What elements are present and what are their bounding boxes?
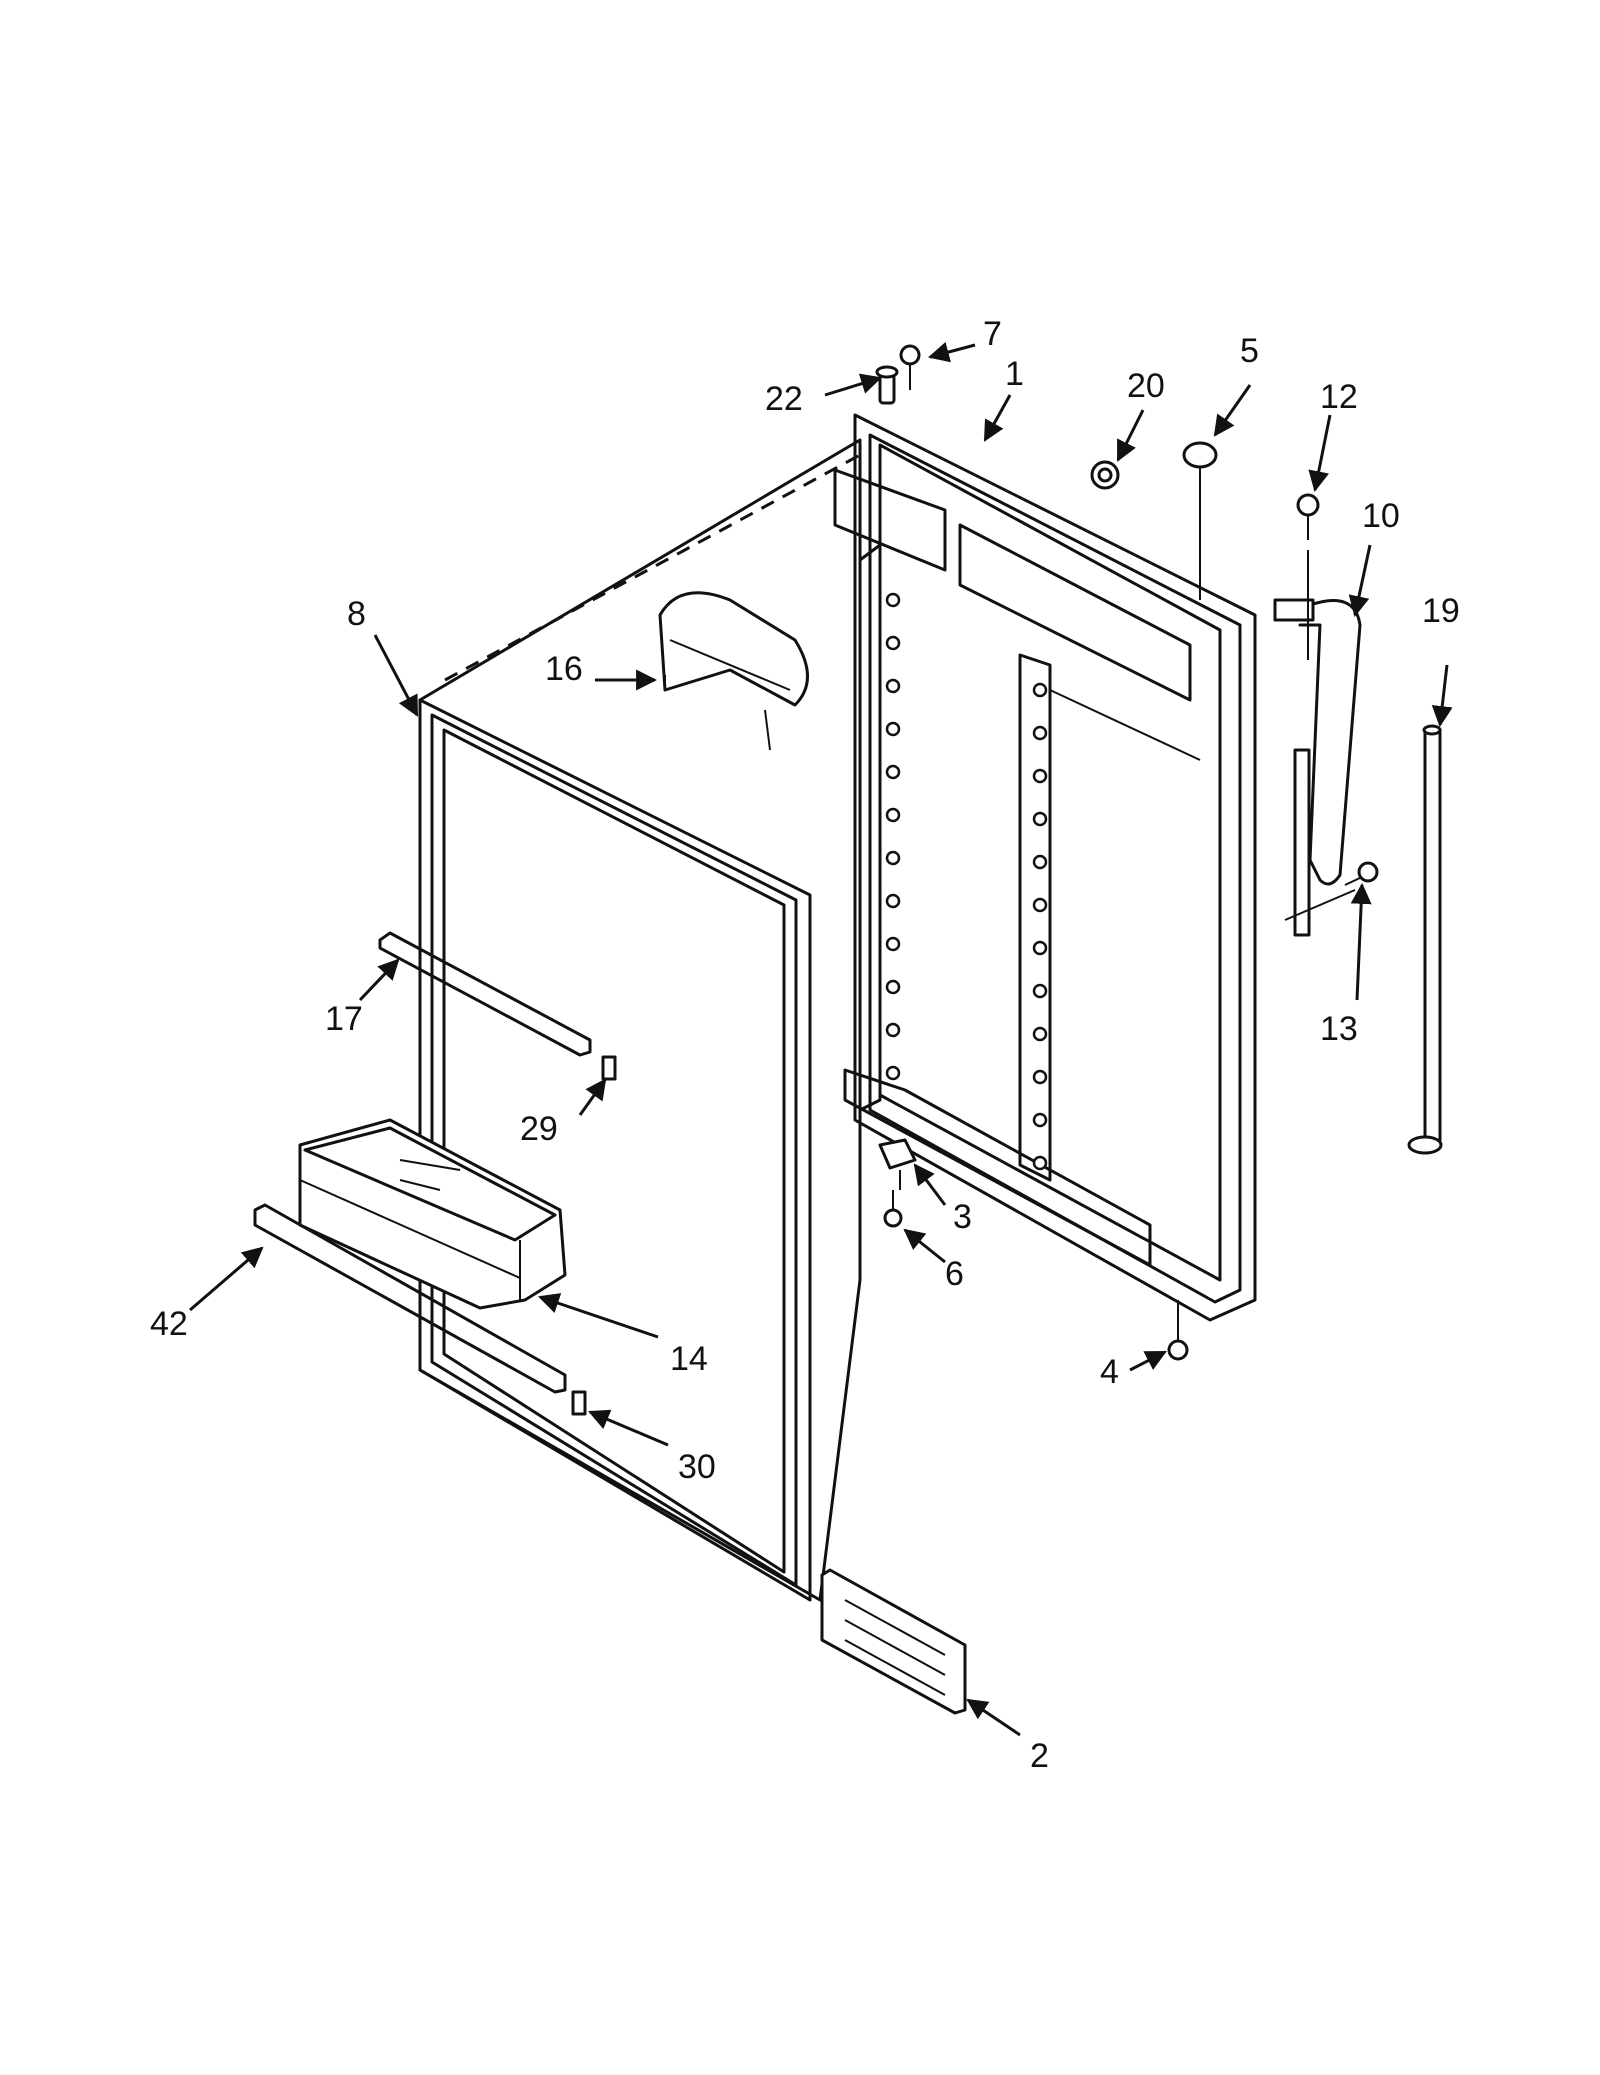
dairy-door [658, 591, 809, 751]
callout-5: 5 [1240, 332, 1259, 370]
callout-3: 3 [953, 1198, 972, 1236]
callout-4: 4 [1100, 1353, 1119, 1391]
handle-screw-12 [1296, 493, 1320, 540]
hinge-pin-cover [875, 365, 899, 405]
nameplate [820, 1568, 967, 1715]
callout-13: 13 [1320, 1010, 1358, 1048]
handle-screw-13 [1344, 861, 1379, 886]
shelf-retainer-bar [378, 931, 592, 1057]
callout-30: 30 [678, 1448, 716, 1486]
hinge-screw [883, 1190, 903, 1228]
callout-42: 42 [150, 1305, 188, 1343]
hinge [878, 1138, 917, 1190]
callout-14: 14 [670, 1340, 708, 1378]
door-liner [833, 413, 1257, 1322]
leader-lines [189, 341, 1453, 1737]
callout-6: 6 [945, 1255, 964, 1293]
callout-2: 2 [1030, 1737, 1049, 1775]
top-screw [899, 344, 921, 390]
callout-10: 10 [1362, 497, 1400, 535]
bottom-screw [1167, 1300, 1189, 1361]
hole-plug-20 [1090, 460, 1120, 490]
end-cap-upper [601, 1055, 617, 1081]
callout-16: 16 [545, 650, 583, 688]
callout-12: 12 [1320, 378, 1358, 416]
hole-plug-5 [1182, 441, 1218, 600]
door-bin [298, 1118, 567, 1310]
trim-rod [1407, 724, 1443, 1155]
door-gasket [418, 438, 862, 1602]
callout-1: 1 [1005, 355, 1024, 393]
callout-19: 19 [1422, 592, 1460, 630]
shelf-holes-left [885, 592, 901, 1081]
end-cap-lower [571, 1390, 587, 1416]
door-handle [1273, 550, 1362, 937]
callout-20: 20 [1127, 367, 1165, 405]
shelf-holes-right [1032, 682, 1048, 1171]
callout-8: 8 [347, 595, 366, 633]
callout-29: 29 [520, 1110, 558, 1148]
bin-retainer-bar [253, 1203, 567, 1394]
callout-22: 22 [765, 380, 803, 418]
callout-labels: 22 7 1 20 5 12 10 19 8 16 17 29 13 3 6 4… [150, 315, 1460, 1775]
callout-17: 17 [325, 1000, 363, 1038]
callout-7: 7 [983, 315, 1002, 353]
